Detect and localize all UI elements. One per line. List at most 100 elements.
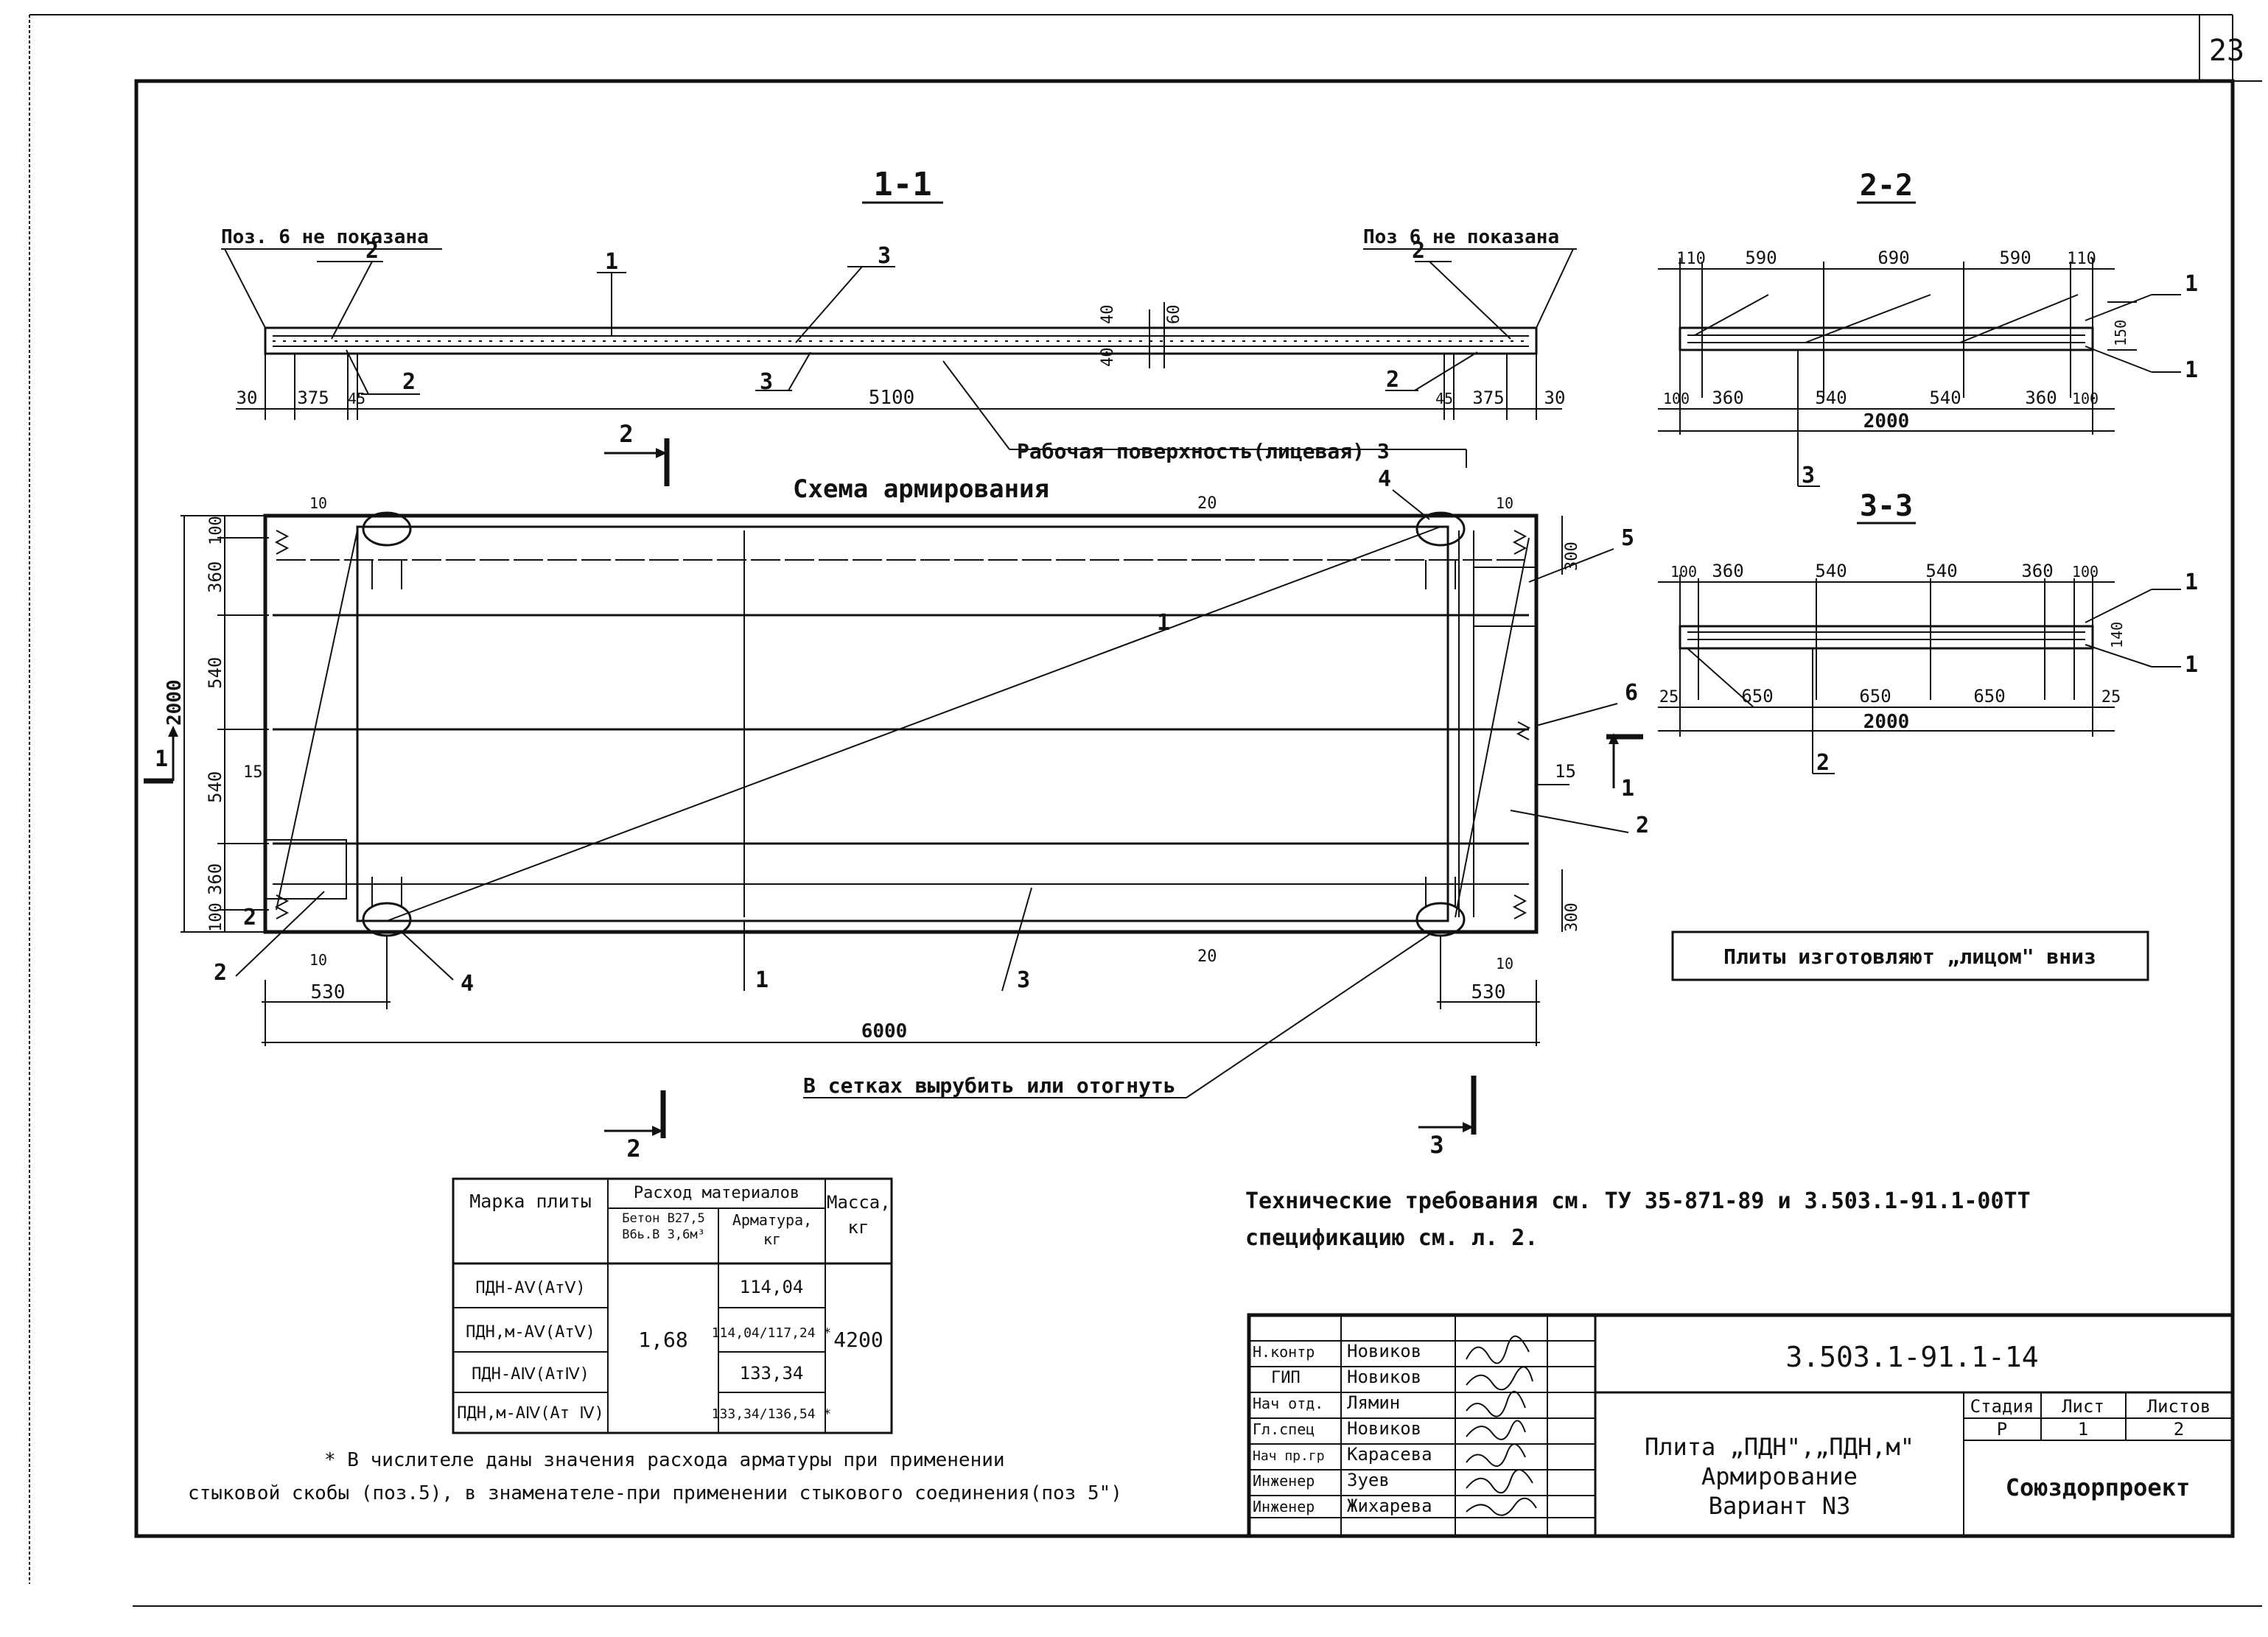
label-2c: 2: [1386, 367, 1399, 393]
name-6: Зуев: [1347, 1470, 1390, 1490]
dim-5100: 5100: [869, 387, 915, 409]
scheme-label-2a: 2: [214, 960, 227, 986]
scheme-label-4a: 4: [1378, 466, 1391, 492]
dim-2000: 2000: [164, 679, 186, 726]
cut-1-left: 1: [155, 746, 168, 772]
tech-req-line-1: Технические требования см. ТУ 35-871-89 …: [1245, 1188, 2031, 1214]
s33-top-360-left: 360: [1712, 561, 1743, 581]
section-2-2-title: 2-2: [1860, 169, 1913, 203]
section-1-1-title: 1-1: [873, 166, 931, 203]
dim-100-top: 100: [207, 516, 225, 545]
doc-code: 3.503.1-91.1-14: [1785, 1341, 2038, 1373]
s33-top-540-left: 540: [1815, 561, 1847, 581]
name-3: Лямин: [1347, 1392, 1400, 1413]
sheets-head: Листов: [2147, 1396, 2211, 1417]
s22-height: 150: [2112, 320, 2129, 346]
section-1-1: 1-1 Поз. 6 не показана Поз 6 не показана: [221, 166, 1577, 468]
role-1: Н.контр: [1253, 1343, 1315, 1361]
row3-mark: ПДН-АⅣ(АтⅣ): [472, 1365, 589, 1384]
dim-15-right: 15: [1555, 761, 1576, 782]
scheme-label-2c: 2: [243, 905, 256, 930]
dim-540-top: 540: [205, 657, 225, 689]
s22-bot-100-left: 100: [1663, 390, 1690, 407]
role-7: Инженер: [1253, 1498, 1315, 1515]
head-mass: Масса, кг: [827, 1192, 890, 1238]
row3-steel: 133,34: [740, 1363, 804, 1384]
label-3b: 3: [760, 369, 773, 395]
role-4: Гл.спец: [1253, 1420, 1315, 1438]
scheme-label-5: 5: [1621, 525, 1634, 551]
scheme-label-2b: 2: [1636, 813, 1649, 838]
dim-360-bottom: 360: [205, 863, 225, 895]
role-6: Инженер: [1253, 1472, 1315, 1490]
scheme-label-1b: 1: [1157, 610, 1170, 636]
note-right: Поз 6 не показана: [1363, 226, 1559, 248]
scheme-title: Схема армирования: [793, 474, 1049, 504]
s22-top-590-right: 590: [1999, 248, 2031, 268]
row4-steel: 133,34/136,54 *: [712, 1406, 832, 1422]
stage-head: Стадия: [1970, 1396, 2034, 1417]
scheme-label-3: 3: [1017, 967, 1030, 993]
role-5: Нач пр.гр: [1253, 1448, 1325, 1464]
s33-label-2: 2: [1816, 750, 1830, 776]
note-left: Поз. 6 не показана: [221, 226, 429, 248]
title-block: Н.контр ГИП Нач отд. Гл.спец Нач пр.гр И…: [1247, 1313, 2235, 1538]
s22-label-1a: 1: [2185, 271, 2198, 297]
dim-10-c: 10: [309, 951, 327, 969]
head-mark: Марка плиты: [469, 1191, 592, 1212]
section-3-3: 3-3 100 360 540 540 360 100 25 650 650 6…: [1658, 489, 2198, 776]
dim-30-right: 30: [1544, 388, 1566, 408]
materials-table: Марка плиты Расход материалов Бетон В27,…: [452, 1177, 893, 1434]
doc-title-line-2: Армирование: [1701, 1462, 1858, 1490]
section-2-2: 2-2 110 590 690 590 110 100 360 540 540: [1658, 169, 2198, 488]
dim-10-d: 10: [1496, 955, 1513, 972]
s33-label-1b: 1: [2185, 652, 2198, 678]
s33-label-1a: 1: [2185, 569, 2198, 595]
s22-bot-360-left: 360: [1712, 388, 1743, 408]
label-2a: 2: [365, 238, 379, 264]
s22-top-590-left: 590: [1745, 248, 1777, 268]
dim-40a: 40: [1099, 348, 1117, 368]
cut-2-bottom: 2: [626, 1135, 640, 1163]
footnote-line-2: стыковой скобы (поз.5), в знаменателе-пр…: [188, 1482, 1122, 1504]
cut-3: 3: [1429, 1131, 1443, 1159]
s22-top-690: 690: [1877, 248, 1909, 268]
s33-bot-650-b: 650: [1859, 686, 1891, 707]
scheme-label-6: 6: [1625, 680, 1638, 706]
row1-mark: ПДН-АⅤ(АтⅤ): [475, 1279, 585, 1297]
sheet-frame: [29, 14, 2262, 1607]
s33-bot-25-right: 25: [2101, 688, 2121, 707]
row2-mark: ПДН,м-АⅤ(АтⅤ): [466, 1323, 595, 1342]
footnote-line-1: * В числителе даны значения расхода арма…: [324, 1449, 1005, 1471]
mass-value: 4200: [833, 1328, 883, 1352]
s22-top-110-left: 110: [1676, 250, 1706, 268]
org-name: Союздорпроект: [2006, 1473, 2190, 1501]
dim-360-top: 360: [205, 561, 225, 593]
s22-bot-540-left: 540: [1815, 388, 1847, 408]
row4-mark: ПДН,м-АⅣ(Ат Ⅳ): [457, 1404, 604, 1423]
s33-top-360-right: 360: [2021, 561, 2053, 581]
scheme-label-4b: 4: [461, 971, 474, 997]
s33-bot-650-c: 650: [1973, 686, 2005, 707]
cut-2-top: 2: [619, 420, 633, 448]
s22-label-1b: 1: [2185, 357, 2198, 383]
dim-15-left: 15: [243, 763, 263, 782]
dim-530-right: 530: [1471, 981, 1506, 1003]
name-5: Карасева: [1347, 1444, 1432, 1465]
dim-10-a: 10: [309, 494, 327, 512]
s33-bot-25-left: 25: [1659, 688, 1679, 707]
reinforcement-scheme: Схема армирования: [144, 420, 1649, 1163]
dim-375-right: 375: [1472, 388, 1504, 408]
sheet-number: 23: [2209, 34, 2244, 68]
face-note-box: [1671, 930, 2149, 981]
name-4: Новиков: [1347, 1418, 1421, 1439]
label-2b: 2: [402, 369, 416, 395]
tech-req-line-2: спецификацию см. л. 2.: [1245, 1225, 1538, 1251]
doc-title-line-1: Плита „ПДН",„ПДН,м": [1645, 1433, 1914, 1461]
head-concrete: Бетон В27,5 В6ь.В 3,6м³: [622, 1211, 705, 1242]
s22-bot-360-right: 360: [2025, 388, 2057, 408]
dim-30-left: 30: [237, 388, 258, 408]
s33-height: 140: [2108, 622, 2126, 648]
signatures: [1466, 1335, 1537, 1516]
s33-bot-650-a: 650: [1741, 686, 1773, 707]
